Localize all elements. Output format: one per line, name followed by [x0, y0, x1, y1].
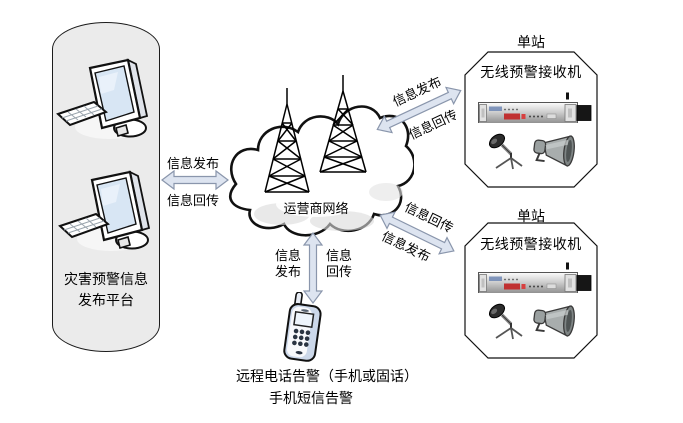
- platform-label: 灾害预警信息 发布平台: [64, 273, 148, 309]
- station-bottom-device-label: 无线预警接收机: [480, 238, 582, 253]
- phone-caption-line2: 手机短信告警: [269, 392, 353, 407]
- diagonal-arrow-icon: [374, 205, 459, 262]
- microphone-icon: [486, 133, 524, 171]
- radio-tower-icon: [264, 88, 310, 193]
- microphone-icon: [486, 303, 524, 341]
- megaphone-icon: [531, 301, 577, 338]
- diagonal-arrow-icon: [372, 80, 466, 140]
- link-left-return-label: 信息回传: [167, 193, 220, 208]
- radio-tower-icon: [319, 75, 367, 173]
- phone-caption-line1: 远程电话告警（手机或固话）: [236, 370, 418, 385]
- desktop-computer-icon: [58, 170, 151, 253]
- station-top-title: 单站: [517, 36, 545, 51]
- up-down-arrow-icon: [302, 232, 324, 304]
- station-top-device-label: 无线预警接收机: [480, 66, 582, 81]
- station-bottom-title: 单站: [517, 210, 545, 225]
- platform-computers: [56, 58, 151, 253]
- operator-network-cloud: [229, 75, 414, 237]
- link-phone-return-label: 信息 回传: [325, 248, 352, 279]
- desktop-computer-icon: [56, 58, 149, 141]
- left-right-arrow-icon: [161, 169, 229, 191]
- receiver-device-image: [478, 262, 592, 293]
- network-label: 运营商网络: [283, 201, 349, 216]
- megaphone-icon: [531, 131, 577, 168]
- mobile-phone-icon: [283, 292, 322, 362]
- receiver-device-image: [478, 92, 592, 123]
- link-left-publish-label: 信息发布: [167, 156, 220, 171]
- link-phone-publish-label: 信息 发布: [274, 248, 301, 279]
